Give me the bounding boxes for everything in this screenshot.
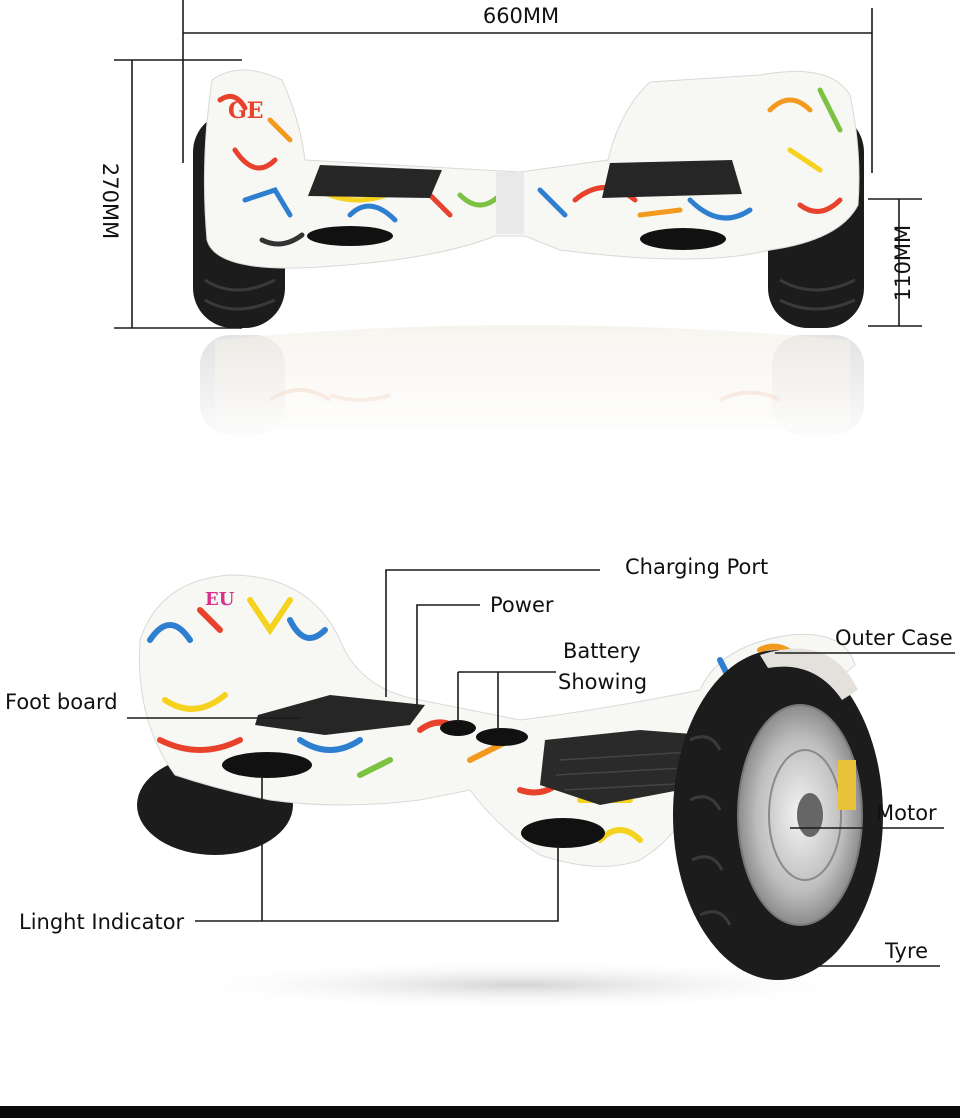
power-label: Power xyxy=(490,593,554,617)
width-label: 660MM xyxy=(483,4,559,28)
foot-board-label: Foot board xyxy=(5,690,118,714)
height-label: 270MM xyxy=(98,163,122,239)
battery-label-line1: Battery xyxy=(563,639,641,663)
bottom-bar xyxy=(0,1106,960,1118)
motor-label: Motor xyxy=(876,801,937,825)
callout-lines xyxy=(127,569,955,967)
perspective-hoverboard: EU RE xyxy=(137,574,883,1010)
front-right-indicator xyxy=(640,228,726,250)
front-view-hoverboard: GE xyxy=(193,69,864,328)
wheel-height-label: 110MM xyxy=(891,225,915,301)
tyre-label: Tyre xyxy=(884,939,928,963)
callout-labels: Charging Port Power Battery Showing Oute… xyxy=(5,555,953,963)
charging-port-label: Charging Port xyxy=(625,555,768,579)
front-view-reflection xyxy=(180,325,880,450)
width-dimension: 660MM xyxy=(182,0,873,173)
front-left-footpad xyxy=(308,165,442,198)
rear-light-indicator xyxy=(222,752,312,778)
front-left-indicator xyxy=(307,226,393,246)
svg-text:GE: GE xyxy=(228,98,264,124)
rear-footpad xyxy=(255,695,425,735)
front-light-indicator xyxy=(521,818,605,848)
front-right-footpad xyxy=(602,160,742,198)
wheel-height-dimension: 110MM xyxy=(868,198,922,327)
light-indicator-label: Linght Indicator xyxy=(19,910,185,934)
svg-text:EU: EU xyxy=(205,589,235,610)
height-dimension: 270MM xyxy=(98,59,242,329)
front-footpad xyxy=(540,730,705,805)
outer-case-label: Outer Case xyxy=(835,626,953,650)
battery-label-line2: Showing xyxy=(558,670,647,694)
front-view-body xyxy=(203,69,860,269)
